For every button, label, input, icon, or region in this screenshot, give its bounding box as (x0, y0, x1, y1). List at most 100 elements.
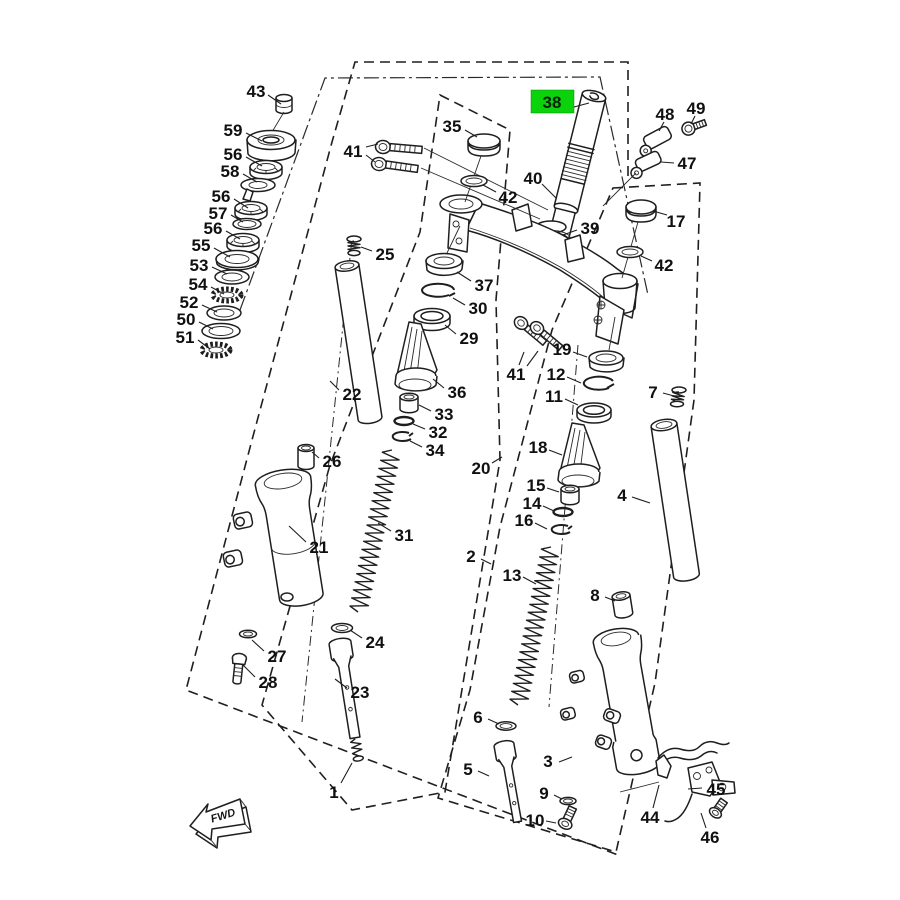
part-32-o-ring (395, 417, 414, 425)
leader-line-2 (480, 558, 492, 565)
boundary-group-2 (437, 182, 701, 854)
leader-line-41 (526, 350, 539, 367)
mount-lug-1 (233, 511, 254, 529)
part-label-22: 22 (343, 385, 362, 404)
leader-line-43 (267, 94, 282, 105)
part-label-53: 53 (190, 256, 209, 275)
part-13-spring (510, 547, 558, 705)
leader-line-52 (201, 304, 218, 313)
part-label-9: 9 (539, 784, 548, 803)
part-25-small-spring (347, 236, 361, 256)
fwd-arrow-face (189, 798, 246, 841)
part-35-cap (465, 134, 500, 202)
leader-line-54 (210, 286, 225, 295)
leader-line-3 (558, 756, 573, 763)
leader-line-45 (687, 787, 703, 790)
part-label-56: 56 (212, 187, 231, 206)
leader-line-30 (452, 297, 466, 306)
part-label-10: 10 (526, 811, 545, 830)
assembly-line (272, 112, 284, 132)
part-21-outer-tube (223, 466, 331, 610)
part-23-damper-rod (328, 637, 369, 763)
part-12-clip (584, 377, 614, 390)
part-14-o-ring (554, 508, 573, 516)
leader-line-39 (562, 229, 578, 236)
part-9-gasket (560, 797, 576, 804)
part-label-25: 25 (376, 245, 395, 264)
leader-line-17 (652, 210, 668, 216)
part-46-bolt (708, 797, 730, 820)
leader-line-41 (365, 143, 379, 148)
stem-top-notch (589, 92, 599, 100)
part-label-45: 45 (707, 780, 726, 799)
part-label-59: 59 (224, 121, 243, 140)
highlighted-part-label: 38 (543, 93, 562, 112)
fender-lug-2 (560, 707, 576, 721)
leader-line-14 (542, 505, 555, 512)
leader-line-51 (197, 339, 211, 350)
part-52-race (207, 306, 241, 320)
leader-line-37 (456, 271, 472, 282)
part-10-bolt (557, 805, 579, 832)
caliper-lug-1 (602, 708, 621, 725)
wire-tail (665, 794, 692, 822)
bracket-wedge-2 (565, 235, 584, 262)
leader-line-41 (365, 154, 376, 163)
part-label-36: 36 (448, 383, 467, 402)
leader-line-25 (360, 246, 373, 252)
leader-line-59 (245, 132, 263, 142)
part-label-34: 34 (426, 441, 445, 460)
part-49-bolt (680, 116, 707, 137)
leader-line-6 (487, 718, 500, 725)
leader-line-56 (225, 230, 241, 240)
highlight-box (530, 89, 575, 114)
part-label-26: 26 (323, 452, 342, 471)
leader-line-9 (553, 794, 563, 800)
leader-line-49 (690, 115, 696, 125)
leader-line-20 (491, 456, 503, 464)
part-26-bushing (298, 445, 314, 470)
part-label-13: 13 (503, 566, 522, 585)
leader-line-42 (482, 184, 497, 193)
part-label-37: 37 (475, 276, 494, 295)
part-6-washer (496, 722, 516, 730)
part-54-ball-bearing (213, 289, 241, 301)
part-43-cap (272, 95, 292, 133)
leader-line-22 (329, 380, 340, 391)
under-bracket (440, 195, 638, 344)
part-label-39: 39 (581, 219, 600, 238)
part-56-ring-nut-2 (235, 202, 267, 221)
part-16-circlip (552, 525, 572, 534)
boundary-group-1 (185, 61, 629, 856)
assembly-line (603, 173, 636, 206)
part-label-31: 31 (395, 526, 414, 545)
part-label-17: 17 (667, 212, 686, 231)
left-clamp-lug (448, 214, 469, 252)
leader-line-4 (631, 496, 651, 504)
part-label-11: 11 (545, 387, 563, 406)
part-label-6: 6 (473, 708, 482, 727)
part-45-stay (712, 780, 735, 795)
part-label-4: 4 (617, 486, 627, 505)
part-label-33: 33 (435, 405, 454, 424)
part-3-outer-tube (560, 625, 665, 778)
leader-line-56 (233, 198, 249, 209)
leader-line-28 (242, 664, 256, 678)
part-label-24: 24 (366, 633, 385, 652)
part-label-56: 56 (224, 145, 243, 164)
part-58-lock-washer (241, 179, 275, 202)
part-42-washer-left (461, 176, 487, 187)
part-27-washer (240, 630, 257, 638)
leader-line-35 (464, 129, 478, 138)
leader-line-13 (522, 576, 537, 585)
part-41-bolts-upper (371, 140, 548, 219)
part-label-54: 54 (189, 275, 208, 294)
leader-line-50 (198, 321, 214, 330)
part-57-washer (233, 219, 261, 230)
leader-line-57 (230, 214, 244, 223)
part-42-washer-right (617, 247, 643, 258)
part-50-washer (202, 324, 240, 339)
leader-line-42 (640, 255, 653, 262)
